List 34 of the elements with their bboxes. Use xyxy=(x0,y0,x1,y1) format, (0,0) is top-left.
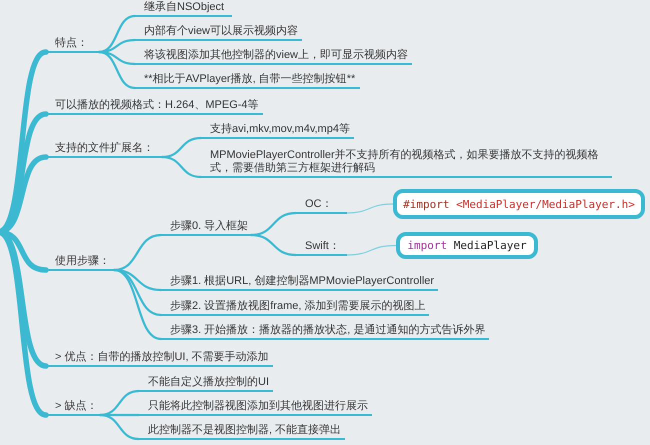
code-text: import MediaPlayer xyxy=(407,239,527,252)
branch-line xyxy=(112,268,162,316)
code-box xyxy=(393,189,645,219)
topic-text: 内部有个view可以展示视频内容 xyxy=(134,25,302,41)
topic-text: > 缺点： xyxy=(45,400,102,416)
branch-line xyxy=(98,14,136,54)
topic-text: 可以播放的视频格式：H.264、MPEG-4等 xyxy=(45,99,263,115)
branch-line xyxy=(345,244,397,256)
branch-line xyxy=(98,50,136,90)
topic-text: 支持avi,mkv,mov,m4v,mp4等 xyxy=(200,123,354,139)
topic-text: 步骤3. 开始播放：播放器的播放状态, 是通过通知的方式告诉外界 xyxy=(160,324,490,340)
topic-text: 步骤1. 根据URL, 创建控制器MPMoviePlayerController xyxy=(160,275,438,291)
code-text: #import <MediaPlayer/MediaPlayer.h> xyxy=(403,198,635,210)
topic-text: 特点： xyxy=(45,37,100,53)
topic-text: > 优点：自带的播放控制UI, 不需要手动添加 xyxy=(45,351,273,367)
topic-text: Swift： xyxy=(295,240,347,256)
topic-text: 继承自NSObject xyxy=(134,1,232,17)
branch-line xyxy=(98,414,140,440)
topic-text: 不能自定义播放控制的UI xyxy=(138,376,273,392)
topic-text: MPMoviePlayerController并不支持所有的视频格式，如果要播放不支持的视频格式，需要借助第三方框架进行解码 xyxy=(200,149,612,178)
branch-line xyxy=(250,234,298,256)
topic-text: 此控制器不是视图控制器, 不能直接弹出 xyxy=(138,424,346,440)
topic-text: 步骤2. 设置播放视图frame, 添加到需要展示的视图上 xyxy=(160,300,430,316)
branch-line xyxy=(112,268,162,340)
code-box xyxy=(396,232,538,259)
topic-text: 将该视图添加其他控制器的view上，即可显示视频内容 xyxy=(134,49,412,65)
topic-text: 只能将此控制器视图添加到其他视图进行展示 xyxy=(138,400,372,416)
branch-line xyxy=(160,156,202,178)
topic-text: 使用步骤： xyxy=(45,255,115,271)
topic-text: OC： xyxy=(295,198,347,214)
topic-text: 步骤0. 导入框架 xyxy=(160,220,252,236)
topic-text: **相比于AVPlayer播放, 自带一些控制按钮** xyxy=(134,73,360,89)
branch-line xyxy=(345,203,394,214)
topic-text: 支持的文件扩展名： xyxy=(45,142,163,158)
